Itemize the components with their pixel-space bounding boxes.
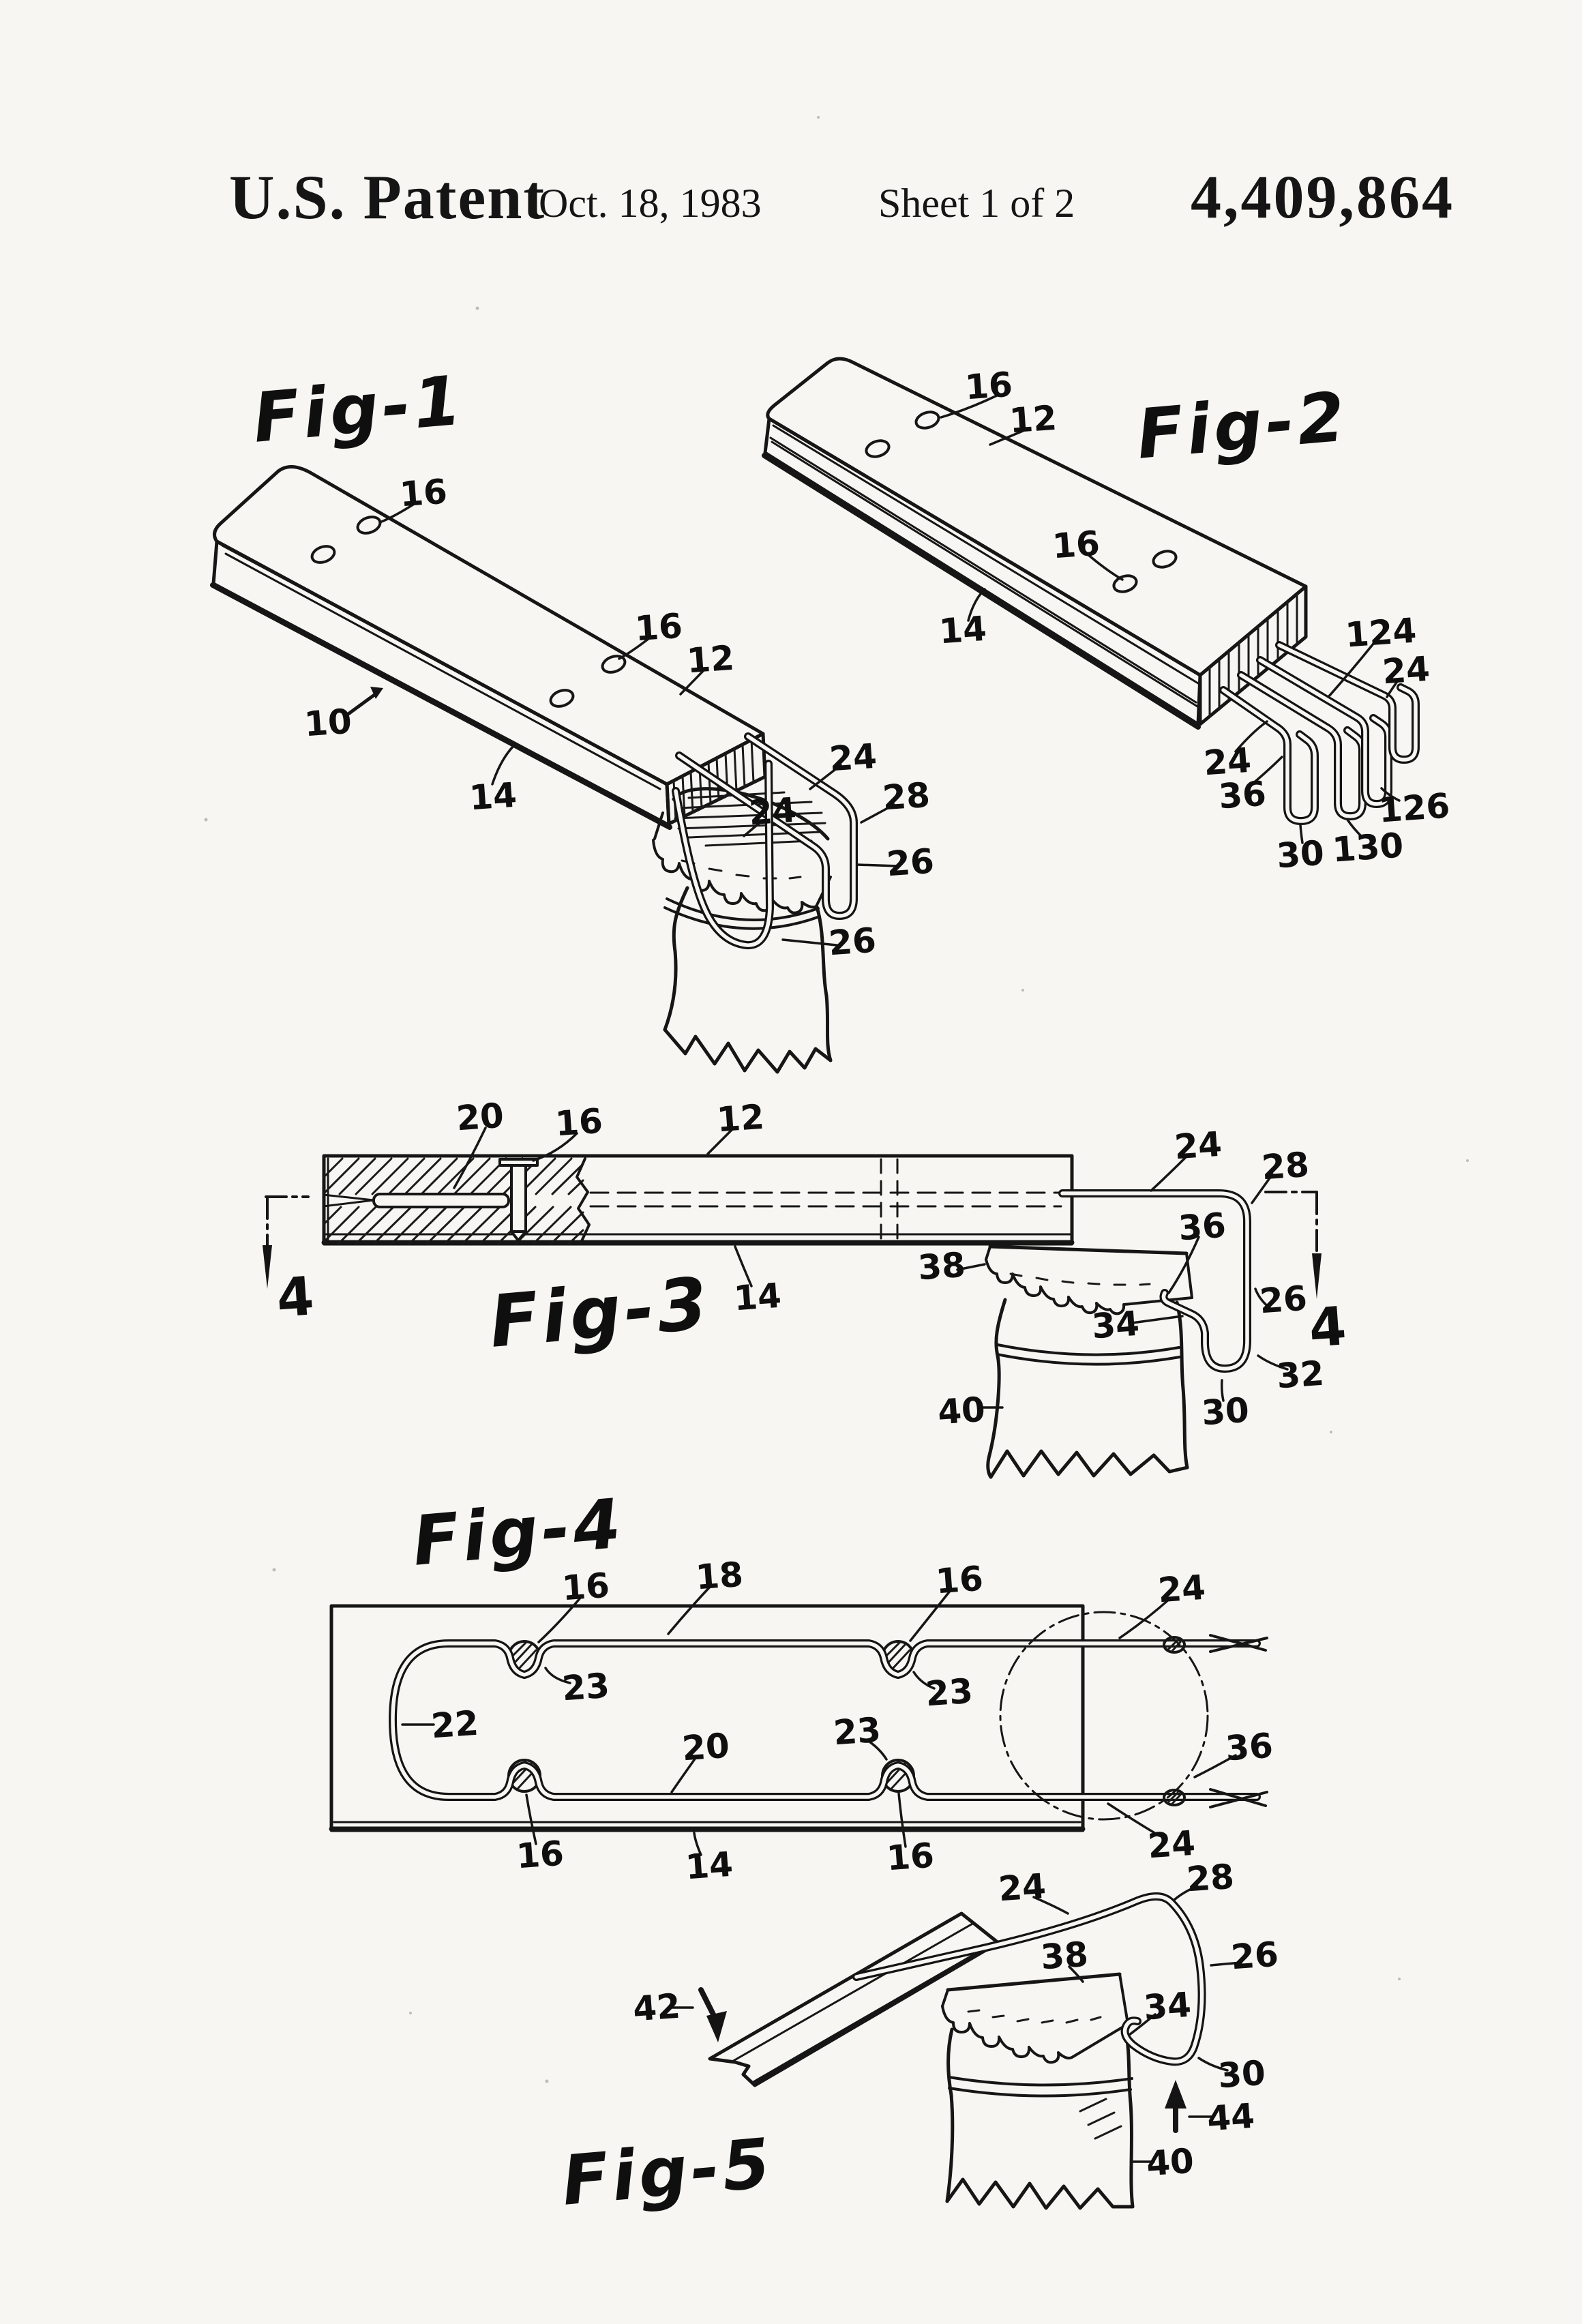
- fig5-drawing: [671, 1885, 1242, 2210]
- fig4-drawing: [329, 1585, 1268, 1856]
- fig3-drawing: [263, 1127, 1322, 1479]
- patent-header-date: Oct. 18, 1983: [539, 181, 762, 226]
- fig1-pointer-arrow: [344, 687, 383, 717]
- patent-header-number: 4,409,864: [1191, 164, 1454, 231]
- fig5-lift-arrow: [1165, 2080, 1186, 2133]
- fig1-drawing: [210, 465, 899, 1074]
- patent-header-sheet: Sheet 1 of 2: [878, 181, 1075, 226]
- scan-speckles: [204, 116, 1469, 2083]
- fig5-press-arrow: [698, 1987, 727, 2042]
- fig2-drawing: [762, 357, 1420, 844]
- patent-header-title: U.S. Patent: [229, 162, 546, 232]
